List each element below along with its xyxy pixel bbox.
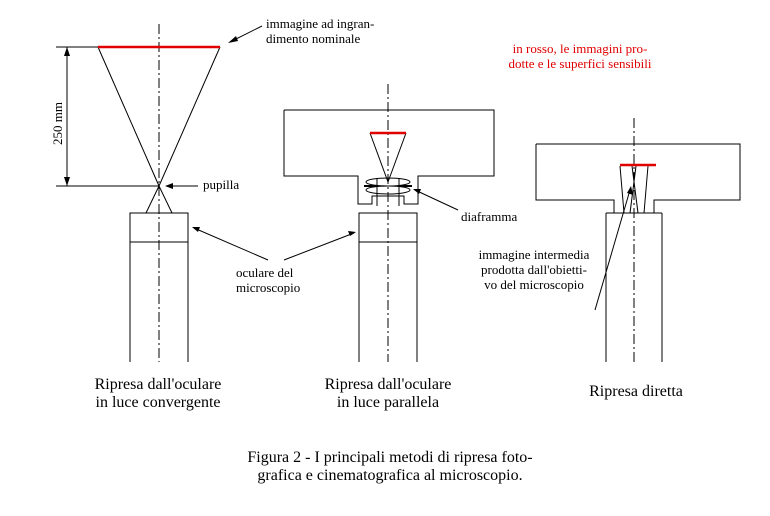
diaphragm-label: diaframma <box>461 209 518 224</box>
camera-body-2 <box>283 109 495 205</box>
method-convergent-line1: Ripresa dall'oculare <box>94 376 222 393</box>
leader-intermediate-image <box>594 189 631 311</box>
leader-eyepiece-2 <box>283 232 355 261</box>
nominal-image-label-line2: dimento nominale <box>266 30 361 46</box>
ray-lower-right <box>158 185 173 214</box>
cone-ray-right <box>158 46 221 187</box>
camera-body-3 <box>535 143 741 214</box>
method-direct-title: Ripresa diretta <box>589 383 683 400</box>
ray-lower-left <box>145 185 160 214</box>
intermediate-image-line1: immagine intermedia <box>478 247 590 262</box>
leader-eyepiece-1 <box>193 227 269 261</box>
leader-diaphragm <box>414 189 459 211</box>
ray-direct-outer-left <box>619 165 625 214</box>
intermediate-image-label: immagine intermedia prodotta dall'obiett… <box>474 247 594 293</box>
distance-label: 250 mm <box>50 102 65 145</box>
red-note-line1: in rosso, le immagini pro- <box>512 41 648 56</box>
arrow-eyepiece-2 <box>348 231 356 236</box>
figure-caption: Figura 2 - I principali metodi di ripres… <box>195 449 585 486</box>
ray-focus-left <box>369 132 389 183</box>
ray-direct-inner-left <box>629 165 637 214</box>
method-parallel-line2: in luce parallela <box>336 394 440 412</box>
ray-direct-inner-right <box>631 165 639 214</box>
eyepiece-label-line2: microscopio <box>236 279 301 295</box>
arrow-eyepiece-1 <box>192 227 200 232</box>
pupil-label: pupilla <box>203 177 240 192</box>
eyepiece-block-2 <box>358 212 418 243</box>
method-parallel-title: Ripresa dall'oculare in luce parallela <box>300 376 476 413</box>
nominal-image-label-line1: immagine ad ingran- <box>266 16 375 31</box>
parallel-setup <box>283 84 495 362</box>
dimension-arrow-up <box>64 47 70 56</box>
intermediate-image-line3: vo del microscopio <box>484 276 584 292</box>
arrow-intermediate-image <box>627 186 633 195</box>
red-note: in rosso, le immagini pro- dotte e le su… <box>500 41 660 72</box>
direct-setup <box>535 118 741 362</box>
red-note-line2: dotte e le superfici sensibili <box>508 55 652 71</box>
caption-line2: grafica e cinematografica al microscopio… <box>257 467 523 485</box>
convergent-setup <box>56 24 263 362</box>
nominal-image-label: immagine ad ingran- dimento nominale <box>266 16 375 47</box>
ray-direct-outer-right <box>643 165 649 214</box>
eyepiece-label-line1: oculare del <box>236 265 294 280</box>
dimension-arrow-down <box>64 177 70 186</box>
method-convergent-line2: in luce convergente <box>95 394 221 412</box>
method-parallel-line1: Ripresa dall'oculare <box>324 376 452 393</box>
caption-line1: Figura 2 - I principali metodi di ripres… <box>247 449 533 466</box>
eyepiece-block-1 <box>129 212 189 243</box>
arrow-pupil <box>165 183 173 189</box>
eyepiece-label: oculare del microscopio <box>236 265 301 296</box>
cone-ray-left <box>97 46 160 187</box>
method-convergent-title: Ripresa dall'oculare in luce convergente <box>70 376 246 413</box>
arrow-nominal-image <box>228 36 238 43</box>
arrow-diaphragm <box>413 189 421 194</box>
ray-focus-right <box>387 132 407 183</box>
intermediate-image-line2: prodotta dall'obietti- <box>481 261 587 277</box>
camera-lens-lower <box>365 185 411 195</box>
